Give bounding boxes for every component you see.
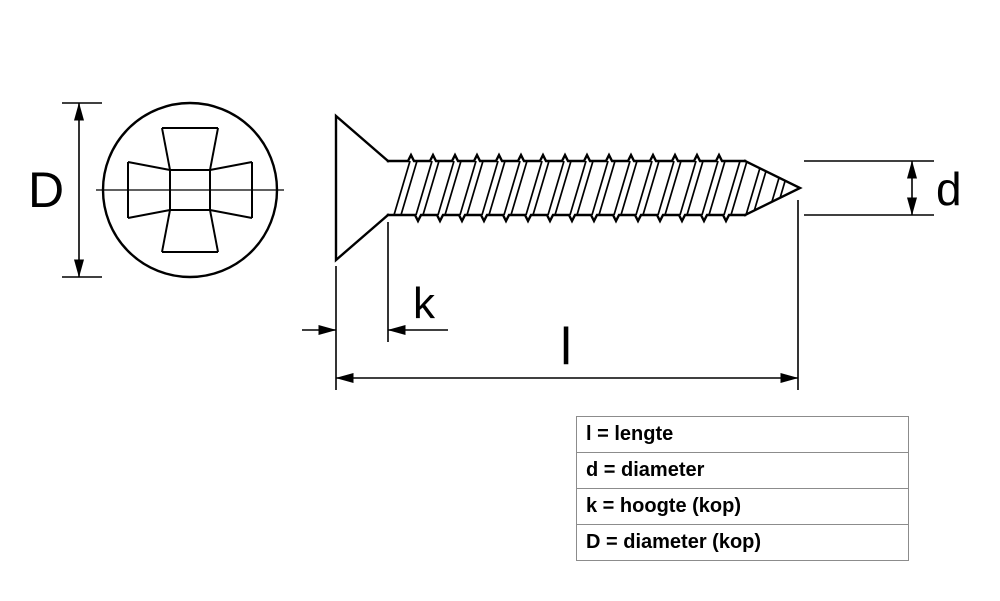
label-d: d [936, 163, 962, 215]
thread-line [767, 161, 785, 215]
phillips-center-square [169, 169, 211, 211]
thread-line [503, 161, 521, 215]
phillips-cross-recess [127, 127, 253, 253]
thread-line [598, 161, 616, 215]
dimension-D: D [28, 102, 102, 278]
legend-row-l: l = lengte [577, 417, 908, 452]
shaft-top-edge [386, 152, 747, 163]
thread-line [686, 161, 704, 215]
legend-text-d: d = diameter [586, 459, 705, 481]
thread-line [437, 161, 455, 215]
thread-line [525, 161, 543, 215]
shaft-bottom-edge [386, 213, 747, 224]
thread-line [620, 161, 638, 215]
thread-line [642, 161, 660, 215]
thread-line [510, 161, 528, 215]
thread-line [400, 161, 418, 215]
thread-line [591, 161, 609, 215]
thread-line [708, 161, 726, 215]
legend-row-D: D = diameter (kop) [577, 524, 908, 560]
legend-table: l = lengte d = diameter k = hoogte (kop)… [576, 416, 909, 561]
dimension-d: d [804, 160, 962, 216]
thread-line [415, 161, 433, 215]
thread-line [547, 161, 565, 215]
label-D: D [28, 162, 64, 218]
thread-line [576, 161, 594, 215]
screw-head-top-view [96, 101, 284, 279]
head-circle [101, 101, 279, 279]
thread-line [466, 161, 484, 215]
thread-line [613, 161, 631, 215]
thread-line [532, 161, 550, 215]
legend-text-D: D = diameter (kop) [586, 531, 762, 553]
thread-line [723, 161, 741, 215]
thread-line [679, 161, 697, 215]
thread-line [745, 161, 763, 215]
screw-head-profile [334, 113, 390, 263]
thread-line [664, 161, 682, 215]
thread-line [481, 161, 499, 215]
thread-line [422, 161, 440, 215]
legend-text-l: l = lengte [586, 423, 674, 445]
screw-side-view [334, 113, 803, 263]
legend-row-d: d = diameter [577, 452, 908, 488]
thread-line [488, 161, 506, 215]
legend-row-k: k = hoogte (kop) [577, 488, 908, 524]
screw-tip [743, 159, 803, 217]
legend-text-k: k = hoogte (kop) [586, 495, 741, 517]
thread-line [657, 161, 675, 215]
thread-line [393, 161, 411, 215]
thread-line [635, 161, 653, 215]
thread-line [730, 161, 748, 215]
dimension-l: l [335, 200, 799, 390]
dimension-k: k [302, 222, 448, 390]
thread-line [554, 161, 572, 215]
thread-line [569, 161, 587, 215]
thread-line [444, 161, 462, 215]
thread-lines [393, 161, 792, 215]
thread-line [459, 161, 477, 215]
thread-line [774, 161, 792, 215]
label-k: k [413, 279, 436, 328]
label-l: l [560, 318, 572, 376]
thread-line [701, 161, 719, 215]
